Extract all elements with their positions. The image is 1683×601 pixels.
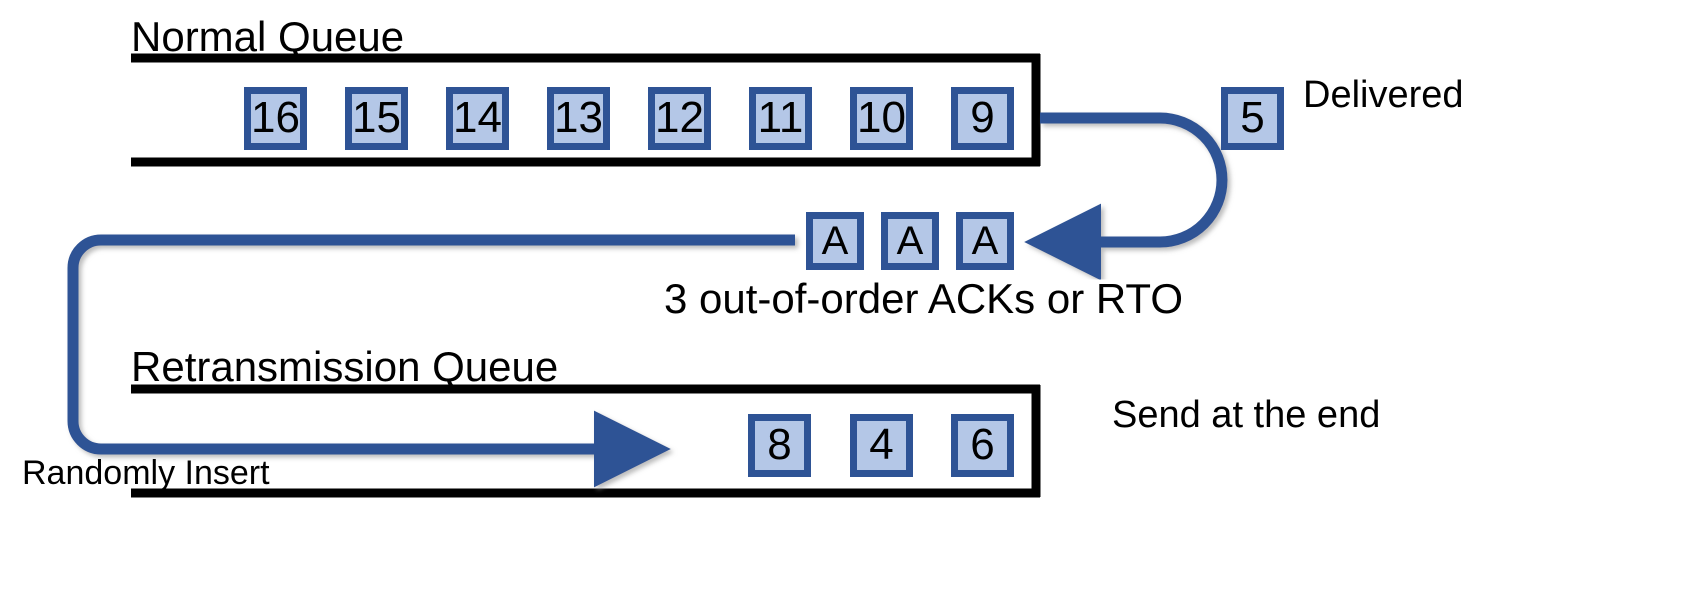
ack-label: A <box>896 219 924 263</box>
ack-box[interactable]: A <box>956 212 1014 270</box>
retransmission-queue-packet[interactable]: 4 <box>850 414 913 477</box>
retransmission-queue-title: Retransmission Queue <box>131 343 559 390</box>
packet-label: 4 <box>869 419 894 469</box>
randomly-insert-arrow <box>67 234 795 488</box>
packet-label: 12 <box>655 92 704 142</box>
randomly-insert-label: Randomly Insert <box>22 454 270 492</box>
normal-queue-packet[interactable]: 13 <box>547 87 610 150</box>
normal-queue-packet[interactable]: 12 <box>648 87 711 150</box>
packet-label: 15 <box>352 92 401 142</box>
packet-label: 13 <box>554 92 603 142</box>
packet-label: 10 <box>857 92 906 142</box>
packet-label: 8 <box>767 419 792 469</box>
retransmission-queue-outline <box>131 384 1041 498</box>
normal-queue-title: Normal Queue <box>131 13 405 60</box>
normal-queue-packet[interactable]: 15 <box>345 87 408 150</box>
normal-queue-packet[interactable]: 14 <box>446 87 509 150</box>
ack-feedback-arrow <box>1024 112 1228 281</box>
normal-queue-outline <box>131 53 1041 167</box>
packet-label: 9 <box>970 92 995 142</box>
normal-queue-packet[interactable]: 11 <box>749 87 812 150</box>
normal-queue-packet[interactable]: 10 <box>850 87 913 150</box>
send-at-end-label: Send at the end <box>1112 394 1381 436</box>
ack-box[interactable]: A <box>806 212 864 270</box>
retransmission-queue-packet[interactable]: 8 <box>748 414 811 477</box>
packet-label: 11 <box>757 92 804 142</box>
packet-label: 6 <box>970 419 995 469</box>
delivered-packet[interactable]: 5 <box>1221 87 1284 150</box>
packet-label: 16 <box>251 92 300 142</box>
retransmission-queue-packet[interactable]: 6 <box>951 414 1014 477</box>
packet-label: 5 <box>1240 92 1265 142</box>
ack-caption: 3 out-of-order ACKs or RTO <box>664 275 1183 322</box>
normal-queue-packet[interactable]: 9 <box>951 87 1014 150</box>
ack-label: A <box>971 219 999 263</box>
ack-box[interactable]: A <box>881 212 939 270</box>
normal-queue-packet[interactable]: 16 <box>244 87 307 150</box>
ack-label: A <box>821 219 849 263</box>
packet-label: 14 <box>453 92 502 142</box>
delivered-label: Delivered <box>1303 74 1464 116</box>
